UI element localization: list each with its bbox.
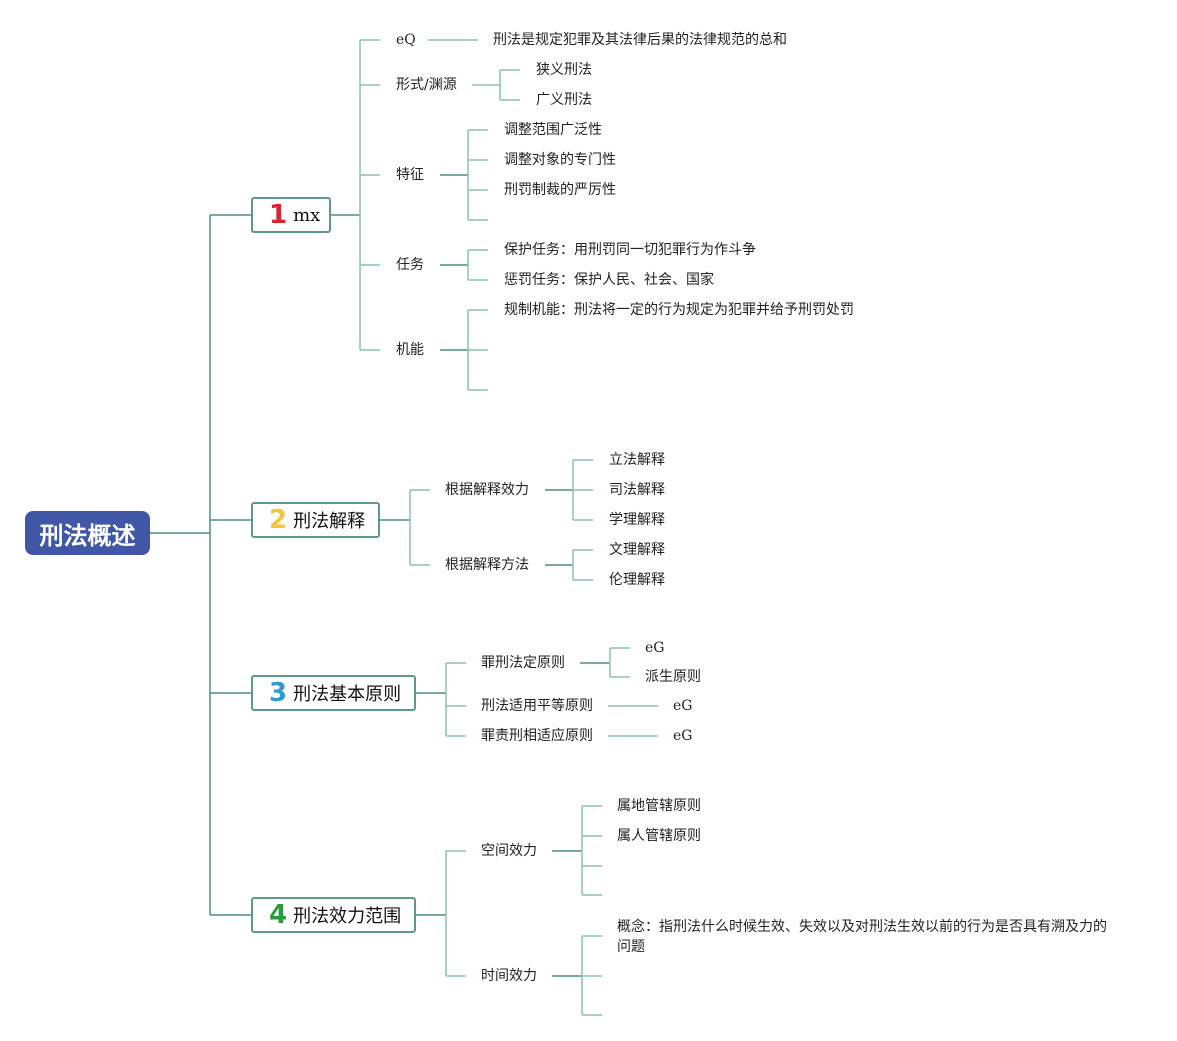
number-4-icon: 4: [269, 900, 288, 930]
branch-2-connectors: [380, 459, 593, 581]
interpretation-item[interactable]: 学理解释: [609, 512, 665, 528]
principle-example[interactable]: eG: [673, 698, 693, 714]
feature-item[interactable]: 调整对象的专门性: [504, 152, 616, 168]
number-1-icon: 1: [269, 200, 288, 230]
interpretation-item[interactable]: 立法解释: [609, 452, 665, 468]
principle-node[interactable]: 刑法适用平等原则: [481, 698, 593, 714]
tasks-node[interactable]: 任务: [396, 257, 424, 273]
time-effect-concept[interactable]: 概念：指刑法什么时候生效、失效以及对刑法生效以前的行为是否具有溯及力的问题: [617, 919, 1107, 955]
topic-3-label: 刑法基本原则: [293, 684, 402, 705]
number-2-icon: 2: [269, 505, 288, 535]
broad-criminal-law[interactable]: 广义刑法: [536, 92, 592, 108]
topic-4-label: 刑法效力范围: [293, 906, 402, 927]
narrow-criminal-law[interactable]: 狭义刑法: [536, 62, 592, 78]
functions-node[interactable]: 机能: [396, 342, 424, 358]
feature-item[interactable]: 刑罚制裁的严厉性: [504, 182, 616, 198]
topic-2-label: 刑法解释: [293, 511, 366, 532]
function-item[interactable]: 规制机能：刑法将一定的行为规定为犯罪并给予刑罚处罚: [504, 302, 854, 318]
definition-text[interactable]: 刑法是规定犯罪及其法律后果的法律规范的总和: [493, 32, 787, 48]
topic-node-2[interactable]: 2 刑法解释: [251, 502, 380, 538]
interpretation-item[interactable]: 文理解释: [609, 542, 665, 558]
branch-1-connectors: [331, 39, 520, 391]
features-node[interactable]: 特征: [396, 167, 424, 183]
feature-item[interactable]: 调整范围广泛性: [504, 122, 602, 138]
principle-node[interactable]: 罪刑法定原则: [481, 655, 565, 671]
topic-node-3[interactable]: 3 刑法基本原则: [251, 675, 416, 711]
derived-principle[interactable]: 派生原则: [645, 669, 701, 685]
by-method-node[interactable]: 根据解释方法: [445, 557, 529, 573]
number-3-icon: 3: [269, 678, 288, 708]
jurisdiction-item[interactable]: 属人管辖原则: [617, 828, 701, 844]
interpretation-item[interactable]: 司法解释: [609, 482, 665, 498]
interpretation-item[interactable]: 伦理解释: [609, 572, 665, 588]
task-item[interactable]: 惩罚任务：保护人民、社会、国家: [504, 272, 714, 288]
root-connectors: [150, 214, 251, 916]
principle-example[interactable]: eG: [645, 640, 665, 656]
branch-4-connectors: [416, 805, 602, 1016]
space-effect-node[interactable]: 空间效力: [481, 843, 537, 859]
time-effect-node[interactable]: 时间效力: [481, 968, 537, 984]
eq-label[interactable]: eQ: [396, 32, 416, 48]
by-effect-node[interactable]: 根据解释效力: [445, 482, 529, 498]
jurisdiction-item[interactable]: 属地管辖原则: [617, 798, 701, 814]
topic-node-1[interactable]: 1 mx: [251, 197, 331, 233]
principle-node[interactable]: 罪责刑相适应原则: [481, 728, 593, 744]
task-item[interactable]: 保护任务：用刑罚同一切犯罪行为作斗争: [504, 242, 756, 258]
root-node[interactable]: 刑法概述: [25, 511, 150, 555]
topic-node-4[interactable]: 4 刑法效力范围: [251, 897, 416, 933]
form-source-node[interactable]: 形式/渊源: [396, 77, 457, 93]
topic-1-label: mx: [293, 204, 321, 226]
principle-example[interactable]: eG: [673, 728, 693, 744]
branch-3-connectors: [416, 647, 658, 737]
